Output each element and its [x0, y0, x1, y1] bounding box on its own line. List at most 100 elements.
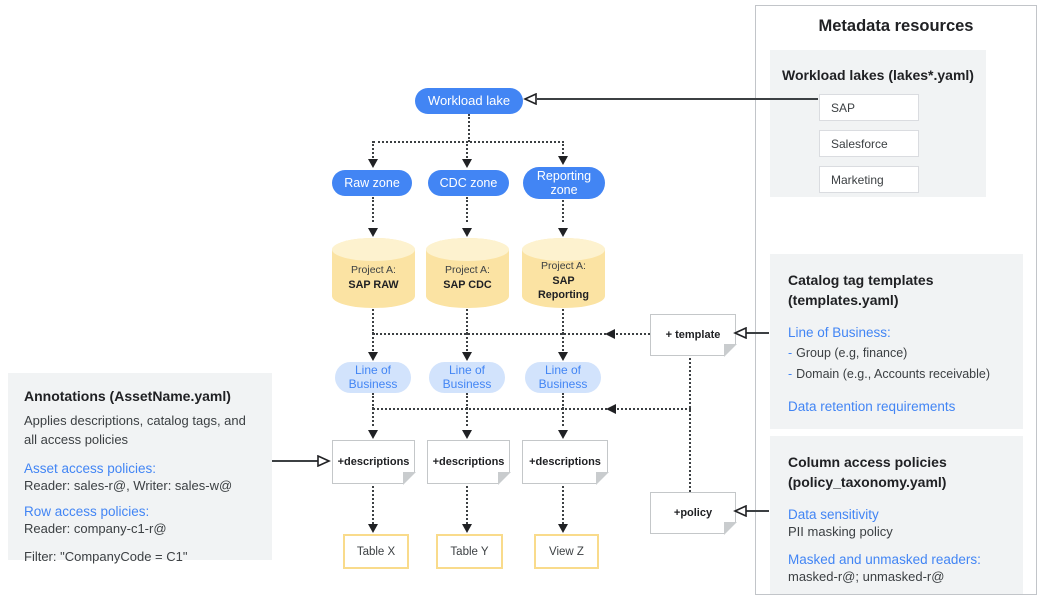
project-cylinder-sap-cdc: Project A: SAP CDC [426, 238, 509, 308]
filter-value: Filter: "CompanyCode = C1" [24, 548, 188, 564]
connector-template-branch [373, 333, 650, 335]
lake-item-salesforce: Salesforce [819, 130, 919, 158]
connector-lake-down [468, 114, 470, 142]
arrowhead-down-icon [462, 352, 472, 361]
descriptions-label: +descriptions [529, 456, 601, 468]
arrowhead-down-icon [558, 430, 568, 439]
arrowhead-down-icon [368, 159, 378, 168]
project-prefix: Project A: [541, 260, 586, 272]
descriptions-note: +descriptions [332, 440, 416, 485]
metadata-resources-panel: Metadata resources Workload lakes (lakes… [755, 5, 1037, 595]
policy-note: +policy [650, 492, 737, 535]
open-arrowhead-left-icon [523, 93, 537, 105]
descriptions-label: +descriptions [337, 456, 410, 468]
cdc-zone-node: CDC zone [428, 170, 509, 196]
arrowhead-down-icon [558, 228, 568, 237]
view-z-node: View Z [534, 534, 599, 569]
arrowhead-down-icon [368, 352, 378, 361]
lake-item-label: Salesforce [831, 136, 888, 151]
connector-stub [562, 333, 564, 351]
table-y-node: Table Y [436, 534, 503, 569]
connector-desc-to-table [562, 482, 564, 524]
connector-template-to-policy [689, 354, 691, 492]
connector-desc-to-table [466, 482, 468, 524]
output-label: Table Y [450, 545, 489, 558]
workload-lake-label: Workload lake [427, 92, 511, 108]
open-arrowhead-left-icon [733, 505, 747, 517]
bullet-dash: - [788, 367, 793, 382]
open-arrowhead-right-icon [317, 455, 331, 467]
data-sensitivity-value: PII masking policy [788, 523, 893, 539]
note-fold [723, 521, 737, 535]
line-annotations-to-descriptions [272, 460, 318, 462]
bullet-dash: - [788, 345, 793, 360]
connector-project-down [372, 306, 374, 334]
arrowhead-down-icon [368, 524, 378, 533]
catalog-heading-line1: Catalog tag templates [788, 272, 934, 288]
annotations-panel: Annotations (AssetName.yaml) Applies des… [8, 373, 272, 564]
template-label: + template [665, 329, 721, 341]
lob-label: Line of Business [538, 362, 588, 391]
workload-lakes-section: Workload lakes (lakes*.yaml) SAP Salesfo… [770, 50, 986, 197]
connector-stub [372, 408, 374, 426]
masked-readers-heading: Masked and unmasked readers: [788, 551, 981, 567]
note-fold [402, 471, 416, 485]
project-cylinder-sap-reporting: Project A: SAP Reporting [522, 238, 605, 308]
connector-zone-to-project [372, 197, 374, 222]
connector-annotation-branch [373, 408, 691, 410]
arrowhead-down-icon [368, 228, 378, 237]
output-label: Table X [356, 545, 396, 558]
lob-pill: Line of Business [429, 362, 505, 393]
metadata-panel-title: Metadata resources [818, 17, 974, 35]
zone-label: Reporting zone [536, 168, 592, 197]
connector-zone-to-project [466, 197, 468, 222]
data-retention-heading: Data retention requirements [788, 399, 956, 415]
lob-pill: Line of Business [525, 362, 601, 393]
lob-heading: Line of Business: [788, 324, 891, 340]
template-note: + template [650, 314, 737, 357]
output-label: View Z [549, 545, 584, 558]
project-cylinder-sap-raw: Project A: SAP RAW [332, 238, 415, 308]
connector-stub [466, 333, 468, 351]
connector-lob-down [562, 393, 564, 409]
bullet-text: Domain (e.g., Accounts receivable) [796, 367, 991, 382]
annotations-title: Annotations (AssetName.yaml) [24, 388, 231, 404]
lob-label: Line of Business [442, 362, 492, 391]
workload-lakes-heading: Workload lakes (lakes*.yaml) [782, 67, 974, 83]
connector-project-down [466, 306, 468, 334]
column-access-policies-section: Column access policies (policy_taxonomy.… [770, 436, 1023, 594]
zone-label: CDC zone [439, 175, 498, 190]
line-catalog-to-template [746, 332, 769, 334]
lake-item-marketing: Marketing [819, 166, 919, 194]
annotations-subtitle: Applies descriptions, catalog tags, and … [24, 413, 246, 448]
connector-stub [562, 408, 564, 426]
connector-zone-to-project [562, 200, 564, 222]
workload-lake-node: Workload lake [415, 88, 523, 114]
lake-item-label: Marketing [831, 172, 884, 187]
lob-bullet-group: -Group (e.g, finance) [788, 343, 1023, 365]
asset-access-heading: Asset access policies: [24, 460, 157, 476]
row-access-value: Reader: company-c1-r@ [24, 520, 167, 536]
asset-access-value: Reader: sales-r@, Writer: sales-w@ [24, 477, 233, 493]
arrowhead-down-icon [558, 524, 568, 533]
arrowhead-down-icon [368, 430, 378, 439]
connector-lob-down [372, 393, 374, 409]
reporting-zone-node: Reporting zone [523, 167, 605, 199]
descriptions-note: +descriptions [522, 440, 609, 485]
arrowhead-down-icon [462, 430, 472, 439]
arrowhead-down-icon [462, 524, 472, 533]
zone-label: Raw zone [344, 175, 400, 190]
note-fold [595, 471, 609, 485]
bullet-text: Group (e.g, finance) [796, 345, 908, 360]
connector-stub [466, 408, 468, 426]
project-prefix: Project A: [351, 264, 396, 276]
row-access-heading: Row access policies: [24, 503, 150, 519]
connector-lob-down [466, 393, 468, 409]
descriptions-label: +descriptions [432, 456, 505, 468]
line-policies-to-policy [746, 510, 769, 512]
project-name: SAP RAW [348, 278, 399, 291]
raw-zone-node: Raw zone [332, 170, 412, 196]
connector-stub [562, 141, 564, 158]
connector-zone-branch [373, 141, 564, 143]
